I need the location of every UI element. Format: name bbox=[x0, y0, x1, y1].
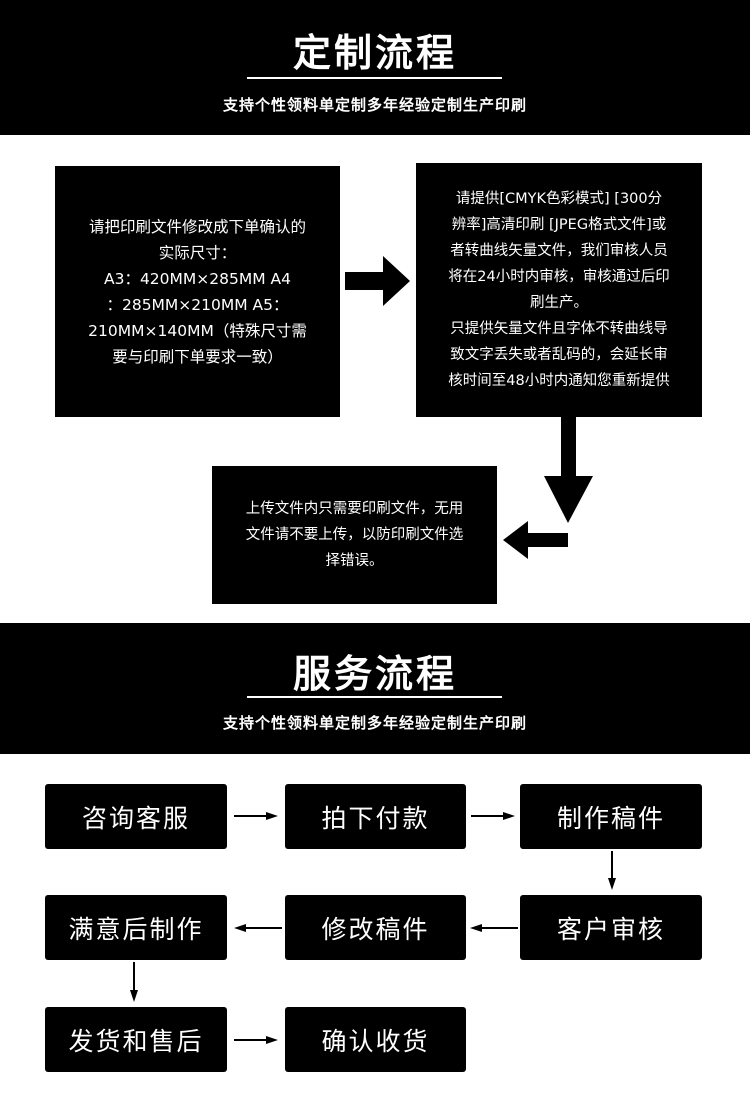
arrow-right-icon bbox=[234, 812, 278, 820]
arrow-down-icon bbox=[608, 851, 616, 890]
file-format-text: 请提供[CMYK色彩模式] [300分 辨率]高清印刷 [JPEG格式文件]或 … bbox=[448, 191, 670, 311]
size-requirement-box: 请把印刷文件修改成下单确认的 实际尺寸： A3：420MM×285MM A4 ：… bbox=[55, 166, 340, 417]
upload-note-box: 上传文件内只需要印刷文件，无用 文件请不要上传，以防印刷文件选 择错误。 bbox=[212, 466, 497, 604]
upload-note-text: 上传文件内只需要印刷文件，无用 文件请不要上传，以防印刷文件选 择错误。 bbox=[245, 501, 464, 569]
file-format-box: 请提供[CMYK色彩模式] [300分 辨率]高清印刷 [JPEG格式文件]或 … bbox=[416, 163, 702, 417]
step-revise: 修改稿件 bbox=[285, 895, 466, 960]
step-pay: 拍下付款 bbox=[285, 784, 466, 849]
step-receive: 确认收货 bbox=[285, 1007, 466, 1072]
custom-process-banner: 定制流程 支持个性领料单定制多年经验定制生产印刷 bbox=[0, 0, 750, 135]
service-process-title: 服务流程 bbox=[292, 652, 457, 696]
step-produce: 满意后制作 bbox=[45, 895, 227, 960]
arrow-left-icon bbox=[470, 924, 518, 932]
service-process-banner: 服务流程 支持个性领料单定制多年经验定制生产印刷 bbox=[0, 623, 750, 754]
arrow-right-icon bbox=[234, 1036, 278, 1044]
custom-process-title: 定制流程 bbox=[292, 31, 457, 75]
arrow-right-icon bbox=[471, 812, 515, 820]
vector-file-note: 只提供矢量文件且字体不转曲线导 致文字丢失或者乱码的，会延长审 核时间至48小时… bbox=[448, 321, 670, 389]
title-underline bbox=[247, 77, 502, 79]
size-requirement-text: 请把印刷文件修改成下单确认的 实际尺寸： A3：420MM×285MM A4 ：… bbox=[88, 217, 307, 366]
step-review: 客户审核 bbox=[520, 895, 702, 960]
step-consult: 咨询客服 bbox=[45, 784, 227, 849]
right-arrow-icon bbox=[345, 256, 410, 306]
arrow-left-icon bbox=[234, 924, 282, 932]
custom-process-subtitle: 支持个性领料单定制多年经验定制生产印刷 bbox=[222, 96, 527, 114]
step-shipping: 发货和售后 bbox=[45, 1007, 227, 1072]
arrow-down-icon bbox=[130, 962, 138, 1002]
left-arrow-icon bbox=[503, 521, 568, 559]
title-underline bbox=[247, 696, 502, 698]
step-design: 制作稿件 bbox=[520, 784, 702, 849]
down-arrow-icon bbox=[544, 417, 593, 523]
service-process-subtitle: 支持个性领料单定制多年经验定制生产印刷 bbox=[222, 714, 527, 732]
